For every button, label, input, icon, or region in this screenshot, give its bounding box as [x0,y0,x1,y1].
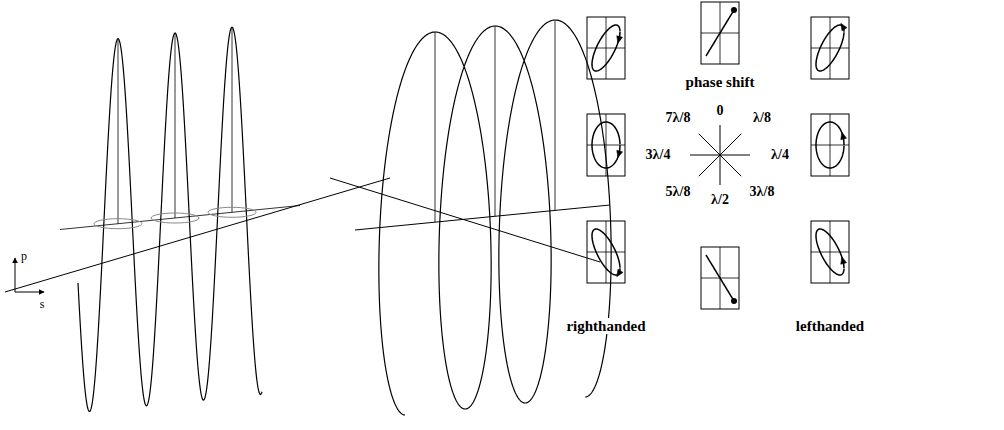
p-axis-arrow [15,258,16,292]
axis-label: p [20,250,28,263]
heading: phase shift [685,74,756,91]
state-box [811,17,849,79]
phase-value: λ/8 [752,110,772,125]
handedness-label: righthanded [565,318,646,335]
s-component [94,219,142,229]
phase-value: λ/2 [710,192,730,207]
phase-value: 3λ/8 [749,184,776,199]
box-axis [587,48,625,49]
state-box [811,114,849,176]
phase-star [699,134,741,176]
handedness-label: lefthanded [795,318,865,335]
polarization-ellipse [592,122,620,168]
rotation-arrow [841,132,847,140]
s-component [151,213,199,223]
propagation-axis [5,178,390,292]
end-dot [731,298,737,304]
phase-value: 5λ/8 [665,184,692,199]
box-axis [811,48,849,49]
propagation-axis [330,178,600,262]
state-box [701,2,739,64]
s-axis-arrow [15,292,44,293]
state-box [587,221,625,283]
field-vector [175,33,176,218]
field-vector [232,27,233,212]
field-vector [435,32,436,222]
polarization-ellipse [816,122,844,168]
polarization-ellipse [706,10,734,56]
propagation-axis [355,205,610,230]
s-component [208,207,256,217]
phase-value: 0 [716,103,725,118]
rotation-arrow [841,257,847,265]
rotation-arrow [617,269,623,277]
box-axis [587,252,625,253]
polarization-ellipse [592,229,620,275]
axis-label: s [39,298,46,311]
phase-value: 3λ/4 [645,147,672,162]
field-vector [118,39,119,224]
helix-wave [379,20,611,415]
field-vector [495,26,496,216]
box-axis [811,252,849,253]
polarization-ellipse [816,25,844,71]
field-vector [555,20,556,210]
state-box [701,247,739,309]
rotation-arrow [841,23,847,31]
polarization-ellipse [706,255,734,301]
phase-value: λ/4 [770,147,790,162]
state-box [587,17,625,79]
state-box [587,114,625,176]
state-box [811,221,849,283]
polarization-ellipse [816,229,844,275]
phase-value: 7λ/8 [665,110,692,125]
center-line [60,206,300,230]
rotation-arrow [617,36,623,44]
polarization-ellipse [592,25,620,71]
rotation-arrow [617,150,623,158]
end-dot [731,7,737,13]
p-wave [78,27,262,411]
